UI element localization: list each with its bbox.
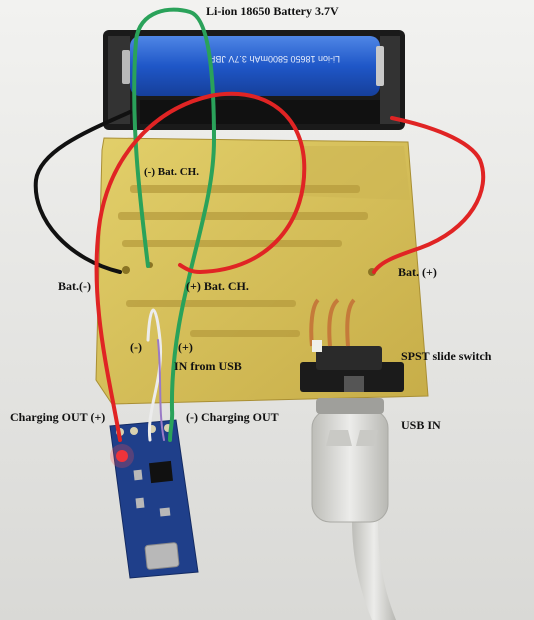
charging-led [116,450,128,462]
charging-out-minus-label: (-) Charging OUT [186,410,279,424]
usb-cable [311,398,396,620]
usb-in-label: USB IN [401,418,441,432]
battery-cell [130,36,380,96]
in-plus-label: (+) [178,340,193,354]
wires [33,7,486,442]
spst-switch [300,298,404,392]
battery-label: Li-ion 18650 Battery 3.7V [206,4,339,18]
battery-holder: Li-ion 18650 5800mAh 3.7V JBP [103,30,405,130]
bat-minus-label: Bat.(-) [58,279,91,293]
mini-usb-port [144,542,180,570]
wire-red-battery [372,116,486,274]
battery-cell-print: Li-ion 18650 5800mAh 3.7V JBP [209,54,340,64]
spst-switch-label: SPST slide switch [401,349,492,363]
in-from-usb-label: IN from USB [174,359,242,373]
in-minus-label: (-) [130,340,142,354]
wire-black [33,110,132,274]
wire-usb-white [146,308,163,442]
bat-ch-minus-label: (-) Bat. CH. [144,166,199,178]
charging-out-plus-label: Charging OUT (+) [10,410,106,424]
bat-ch-plus-label: (+) Bat. CH. [186,279,249,293]
wire-red-charging [94,91,307,442]
bat-plus-label: Bat. (+) [398,265,437,279]
wire-green [132,7,217,442]
wire-usb-violet [157,339,165,441]
charger-board [109,419,199,579]
